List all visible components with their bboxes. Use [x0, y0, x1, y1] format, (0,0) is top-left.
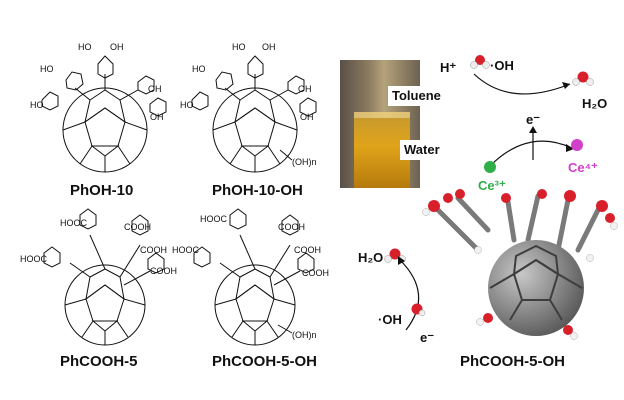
phcooh5-acid-1: HOOC — [60, 218, 87, 228]
ce3-ion-icon — [484, 161, 496, 173]
phoh10oh-oh-label-2: OH — [262, 42, 276, 52]
phcooh5-acid-3: COOH — [140, 245, 167, 255]
phcooh5oh-acid-5: COOH — [302, 268, 329, 278]
phcooh5oh-acid-2: COOH — [278, 222, 305, 232]
reaction-arrow-top — [473, 73, 571, 95]
ce4-ion-icon — [571, 139, 583, 151]
phcooh5oh-acid-3: COOH — [294, 245, 321, 255]
water-molecule-icon-right — [572, 71, 594, 86]
phcooh5oh-3d-model — [422, 189, 618, 340]
phcooh5-acid-2: COOH — [124, 222, 151, 232]
proton-label: H⁺ — [440, 60, 457, 75]
electron-label-top: e⁻ — [526, 112, 541, 127]
phoh10-oh-label-6: OH — [150, 112, 164, 122]
hydroxyl-radical-icon-lower — [411, 303, 426, 317]
phoh10-oh-label-3: HO — [40, 64, 54, 74]
phcooh5-acid-4: HOOC — [20, 254, 47, 264]
toluene-label: Toluene — [392, 88, 441, 103]
ce3-label: Ce³⁺ — [478, 178, 506, 193]
fullerene-phcooh5oh — [193, 208, 315, 346]
water-molecule-icon-top — [470, 55, 490, 69]
vial-photo — [340, 60, 420, 188]
water-lower-label: H₂O — [358, 250, 384, 265]
phcooh5oh-acid-4: HOOC — [172, 245, 199, 255]
phoh10oh-hydroxyl: (OH)n — [292, 157, 317, 167]
phoh10-oh-label-5: HO — [30, 100, 44, 110]
model-label: PhCOOH-5-OH — [460, 353, 565, 370]
water-product-label: H₂O — [582, 96, 608, 111]
scavenging-arrow — [398, 256, 420, 331]
hydroxyl-radical-label: ·OH — [490, 58, 514, 73]
hydroxyl-radical-lower-label: ·OH — [378, 312, 402, 327]
ce4-label: Ce⁴⁺ — [568, 160, 598, 175]
toluene-tag: Toluene — [388, 86, 445, 106]
phoh10oh-oh-label-4: OH — [298, 84, 312, 94]
phoh10-label: PhOH-10 — [70, 182, 134, 199]
phcooh5-label: PhCOOH-5 — [60, 353, 138, 370]
fullerene-phoh10 — [41, 55, 167, 173]
phoh10oh-oh-label-1: HO — [232, 42, 246, 52]
phoh10oh-label: PhOH-10-OH — [212, 182, 303, 199]
electron-arrow-up — [529, 126, 537, 160]
phcooh5-acid-5: COOH — [150, 266, 177, 276]
electron-lower-label: e⁻ — [420, 330, 435, 345]
water-label: Water — [404, 142, 440, 157]
phoh10oh-oh-label-6: OH — [300, 112, 314, 122]
phcooh5oh-hydroxyl: (OH)n — [292, 330, 317, 340]
phoh10oh-oh-label-5: HO — [180, 100, 194, 110]
phoh10-oh-label-1: HO — [78, 42, 92, 52]
phoh10-oh-label-4: OH — [148, 84, 162, 94]
fullerene-phoh10oh — [191, 55, 317, 173]
phcooh5oh-label: PhCOOH-5-OH — [212, 353, 317, 370]
water-tag: Water — [400, 140, 444, 160]
fullerene-phcooh5 — [43, 208, 165, 346]
phoh10oh-oh-label-3: HO — [192, 64, 206, 74]
ce-oxidation-arrow — [489, 140, 574, 167]
phoh10-oh-label-2: OH — [110, 42, 124, 52]
phcooh5oh-acid-1: HOOC — [200, 214, 227, 224]
